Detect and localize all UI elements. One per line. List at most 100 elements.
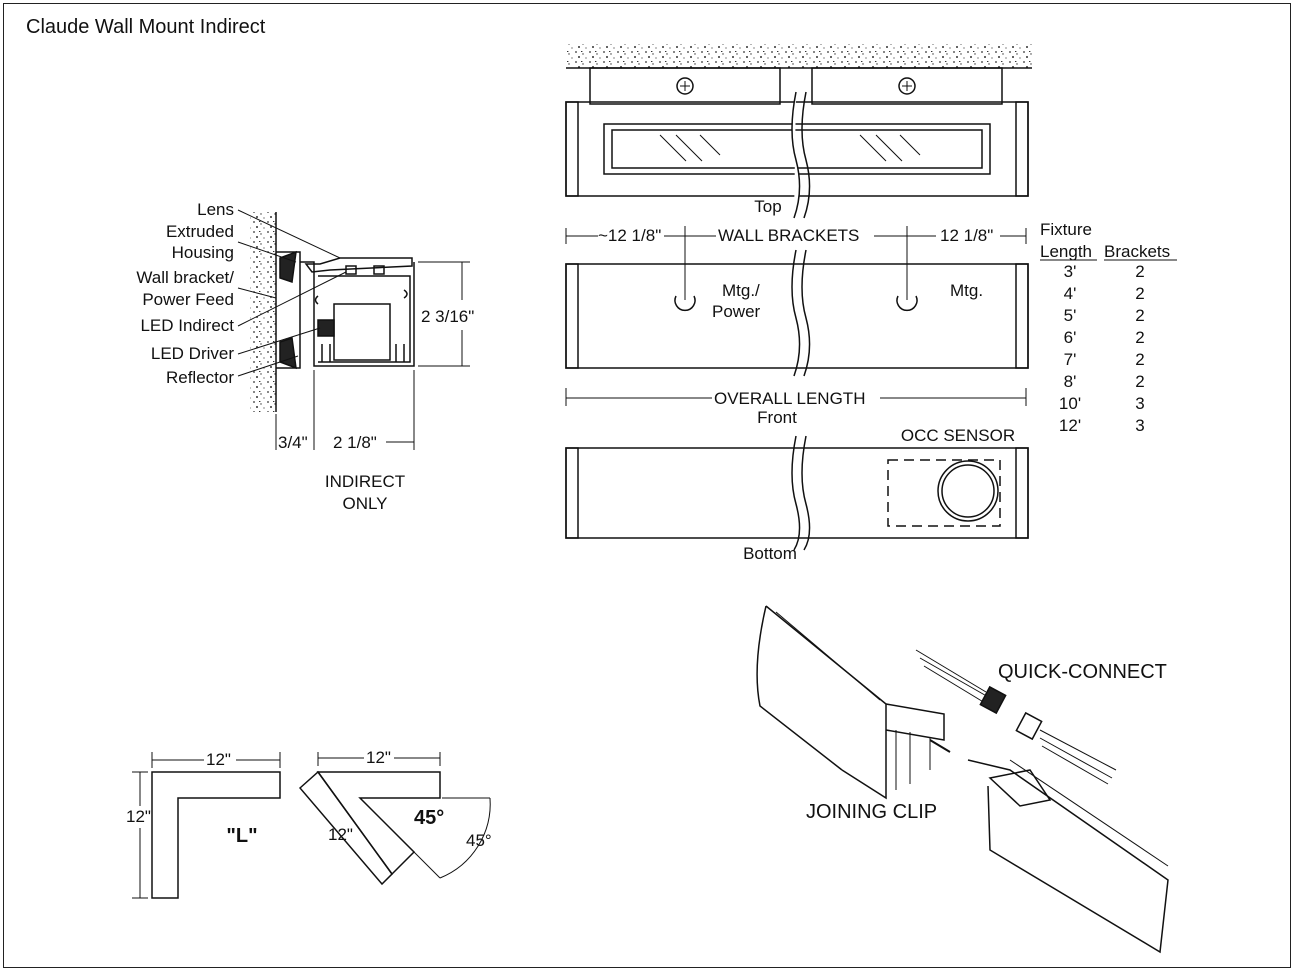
- table-cell-brackets: 2: [1135, 372, 1144, 391]
- mtg-label: Mtg.: [950, 281, 983, 300]
- leader-bracket: [237, 287, 277, 299]
- l-corner-label: "L": [226, 825, 257, 847]
- dim-left-bracket: ~12 1/8": [598, 226, 661, 245]
- dim-right-bracket: 12 1/8": [940, 226, 993, 245]
- table-header-fixture: Fixture: [1040, 220, 1092, 239]
- joining-clip-plate: [885, 703, 945, 741]
- angle-corner: [298, 752, 491, 886]
- screw-icon: [898, 77, 916, 95]
- quick-connect-wires-right: [1039, 729, 1117, 785]
- lens: [304, 257, 413, 273]
- callout-led-indirect: LED Indirect: [140, 316, 234, 335]
- front-labels: ~12 1/8" WALL BRACKETS 12 1/8" Mtg./ Pow…: [598, 226, 993, 427]
- break-line: [791, 435, 801, 551]
- leader-housing: [237, 241, 297, 263]
- mtg-power-label-1: Mtg./: [722, 281, 760, 300]
- section-labels: Lens Extruded Housing Wall bracket/ Powe…: [136, 200, 474, 513]
- left-housing-curve: [756, 605, 843, 771]
- led-chip-1: [345, 265, 357, 275]
- front-endcap-left: [565, 263, 579, 369]
- top-endcap-left: [565, 101, 579, 197]
- right-housing-edge: [1009, 759, 1169, 867]
- break-line: [801, 435, 811, 551]
- top-bracket-1: [589, 67, 781, 105]
- extruded-housing: [300, 261, 415, 367]
- mounting-hole-2: [896, 295, 918, 312]
- bracket-clip-bottom: [279, 337, 297, 370]
- led-driver: [333, 303, 391, 361]
- top-view: [565, 44, 1032, 219]
- table-cell-brackets: 2: [1135, 350, 1144, 369]
- overall-length-label: OVERALL LENGTH: [714, 389, 865, 408]
- quick-connect-socket: [1015, 711, 1043, 741]
- leader-reflector: [237, 355, 299, 377]
- bracket-clip-top: [279, 250, 297, 283]
- break-line: [801, 249, 811, 377]
- callout-reflector: Reflector: [166, 368, 234, 387]
- break-line: [791, 91, 801, 219]
- bottom-view: [565, 435, 1029, 551]
- top-endcap-right: [1015, 101, 1029, 197]
- table-cell-brackets: 2: [1135, 328, 1144, 347]
- table-rows: 3'24'25'26'27'28'210'312'3: [1059, 262, 1145, 435]
- joining-clip-label: JOINING CLIP: [806, 801, 937, 823]
- table-cell-length: 10': [1059, 394, 1081, 413]
- caption-only: ONLY: [342, 494, 387, 513]
- table-header-length: Length: [1040, 242, 1092, 261]
- right-clip: [988, 769, 1052, 807]
- front-fixture-body: [565, 263, 1029, 369]
- bottom-fixture-body: [565, 447, 1029, 539]
- occ-sensor-lens: [941, 464, 995, 518]
- table-cell-brackets: 3: [1135, 394, 1144, 413]
- quick-connect-label: QUICK-CONNECT: [998, 661, 1167, 683]
- angle-label: 45°: [414, 807, 444, 829]
- break-line: [801, 91, 811, 219]
- dim-depth-label: 2 1/8": [333, 433, 377, 452]
- table-cell-length: 6': [1064, 328, 1077, 347]
- table-cell-length: 8': [1064, 372, 1077, 391]
- l-side-dim: 12": [126, 807, 151, 826]
- housing-detail: [403, 289, 408, 299]
- table-cell-length: 5': [1064, 306, 1077, 325]
- break-line: [791, 249, 801, 377]
- angle-corner-arm: [298, 770, 393, 886]
- sheet-border: [3, 3, 1291, 968]
- front-endcap-right: [1015, 263, 1029, 369]
- bottom-view-label: Bottom: [743, 544, 797, 563]
- table-cell-length: 3': [1064, 262, 1077, 281]
- callout-lens: Lens: [197, 200, 234, 219]
- right-housing: [967, 759, 1169, 954]
- table-cell-brackets: 3: [1135, 416, 1144, 435]
- wall-brackets-label: WALL BRACKETS: [718, 226, 859, 245]
- angle-arc: [439, 797, 491, 879]
- table-cell-brackets: 2: [1135, 284, 1144, 303]
- angle-corner-labels: 12" 12" 45° 45°: [328, 748, 492, 850]
- callout-wall-bracket: Wall bracket/: [136, 268, 234, 287]
- table-cell-length: 7': [1064, 350, 1077, 369]
- housing-detail-2: [314, 295, 319, 305]
- angle-side-dim: 12": [328, 825, 353, 844]
- l-top-dim: 12": [206, 750, 231, 769]
- page-title: Claude Wall Mount Indirect: [26, 16, 266, 38]
- lens-glare: [659, 134, 921, 162]
- angle-ref-line: [413, 851, 441, 879]
- top-view-label: Top: [754, 197, 781, 216]
- caption-indirect: INDIRECT: [325, 472, 405, 491]
- driver-connector: [317, 319, 335, 337]
- clip-pin: [929, 739, 951, 753]
- quick-connect-wires-left: [915, 649, 991, 707]
- occ-sensor-label: OCC SENSOR: [901, 426, 1015, 445]
- mounting-hole-1: [674, 295, 696, 312]
- top-bracket-2: [811, 67, 1003, 105]
- left-housing-top: [765, 605, 887, 800]
- housing-inner: [318, 275, 411, 363]
- wall-bracket: [276, 251, 301, 369]
- table-cell-length: 4': [1064, 284, 1077, 303]
- wall-hatch: [250, 212, 276, 412]
- leader-led: [237, 271, 347, 327]
- left-housing-edge: [775, 611, 881, 701]
- occ-sensor-icon: [937, 460, 999, 522]
- quick-connect-plug: [979, 685, 1007, 715]
- callout-power-feed: Power Feed: [142, 290, 234, 309]
- dim-height-label: 2 3/16": [421, 307, 474, 326]
